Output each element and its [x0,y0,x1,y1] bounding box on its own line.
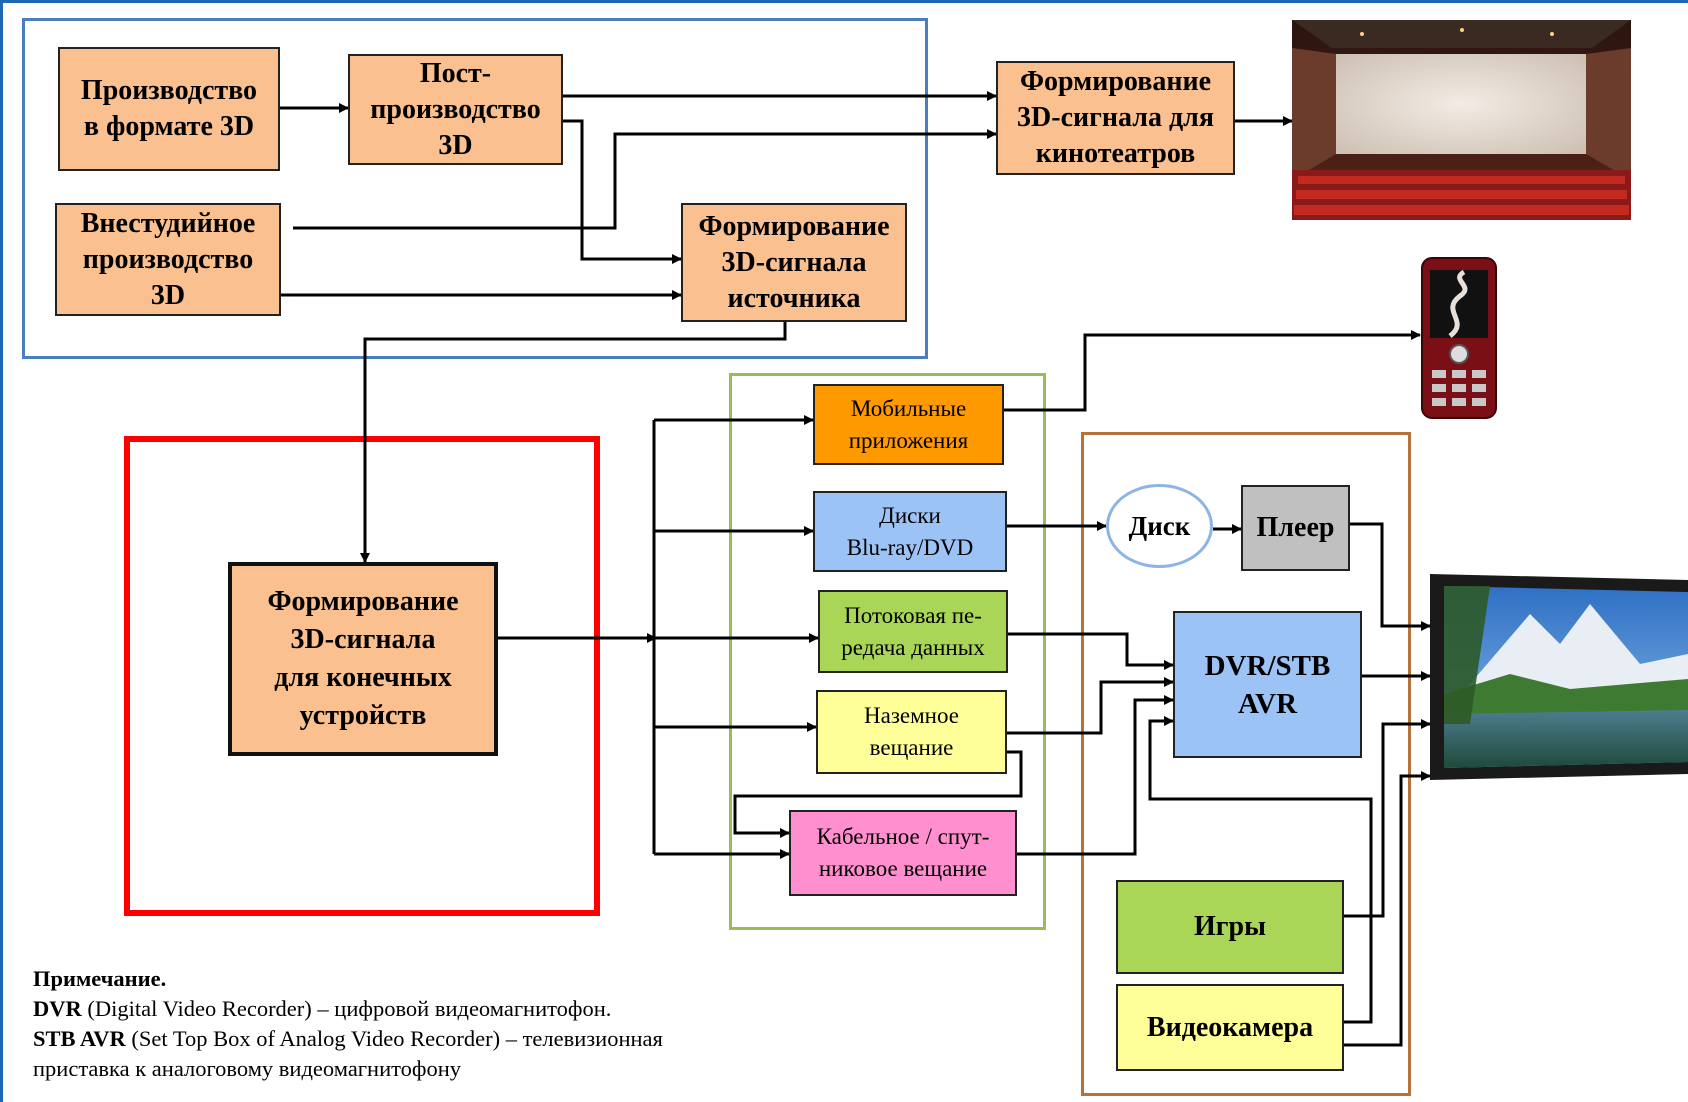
footnote-stb-term: STB AVR [33,1026,126,1051]
cable-satellite-block: Кабельное / спут- никовое вещание [789,810,1017,896]
footnote-stb-text: (Set Top Box of Analog Video Recorder) –… [125,1026,663,1051]
flat-tv-image [1430,574,1688,780]
channels-group-frame [729,373,1046,930]
source-3d-signal-block: Формирование 3D-сигнала источника [681,203,907,322]
production-3d-block: Производство в формате 3D [58,47,280,171]
streaming-block: Потоковая пе- редача данных [818,590,1008,673]
production-group-frame [22,18,928,359]
dvr-stb-avr-block: DVR/STB AVR [1173,611,1362,758]
mobile-phone-image [1420,256,1498,420]
bluray-dvd-disc-block: Диски Blu-ray/DVD [813,491,1007,572]
terrestrial-broadcast-block: Наземное вещание [816,690,1007,774]
cinema-3d-signal-block: Формирование 3D-сигнала для кинотеатров [996,61,1235,175]
player-block: Плеер [1241,485,1350,571]
cinema-hall-image [1292,20,1631,220]
footnote: Примечание. DVR (Digital Video Recorder)… [33,964,663,1084]
home-devices-group-frame [1081,432,1411,1096]
footnote-title: Примечание. [33,966,167,991]
post-production-3d-block: Пост- производство 3D [348,54,563,165]
end-device-3d-signal-block: Формирование 3D-сигнала для конечных уст… [228,562,498,756]
footnote-dvr-term: DVR [33,996,82,1021]
footnote-stb-text-cont: приставка к аналоговому видеомагнитофону [33,1056,462,1081]
end-device-group-frame [124,436,600,916]
mobile-apps-block: Мобильные приложения [813,384,1004,465]
games-block: Игры [1116,880,1344,974]
video-camera-block: Видеокамера [1116,984,1344,1071]
footnote-dvr-text: (Digital Video Recorder) – цифровой виде… [81,996,612,1021]
disc-ellipse: Диск [1106,484,1213,568]
outstudio-production-3d-block: Внестудийное производство 3D [55,203,281,316]
